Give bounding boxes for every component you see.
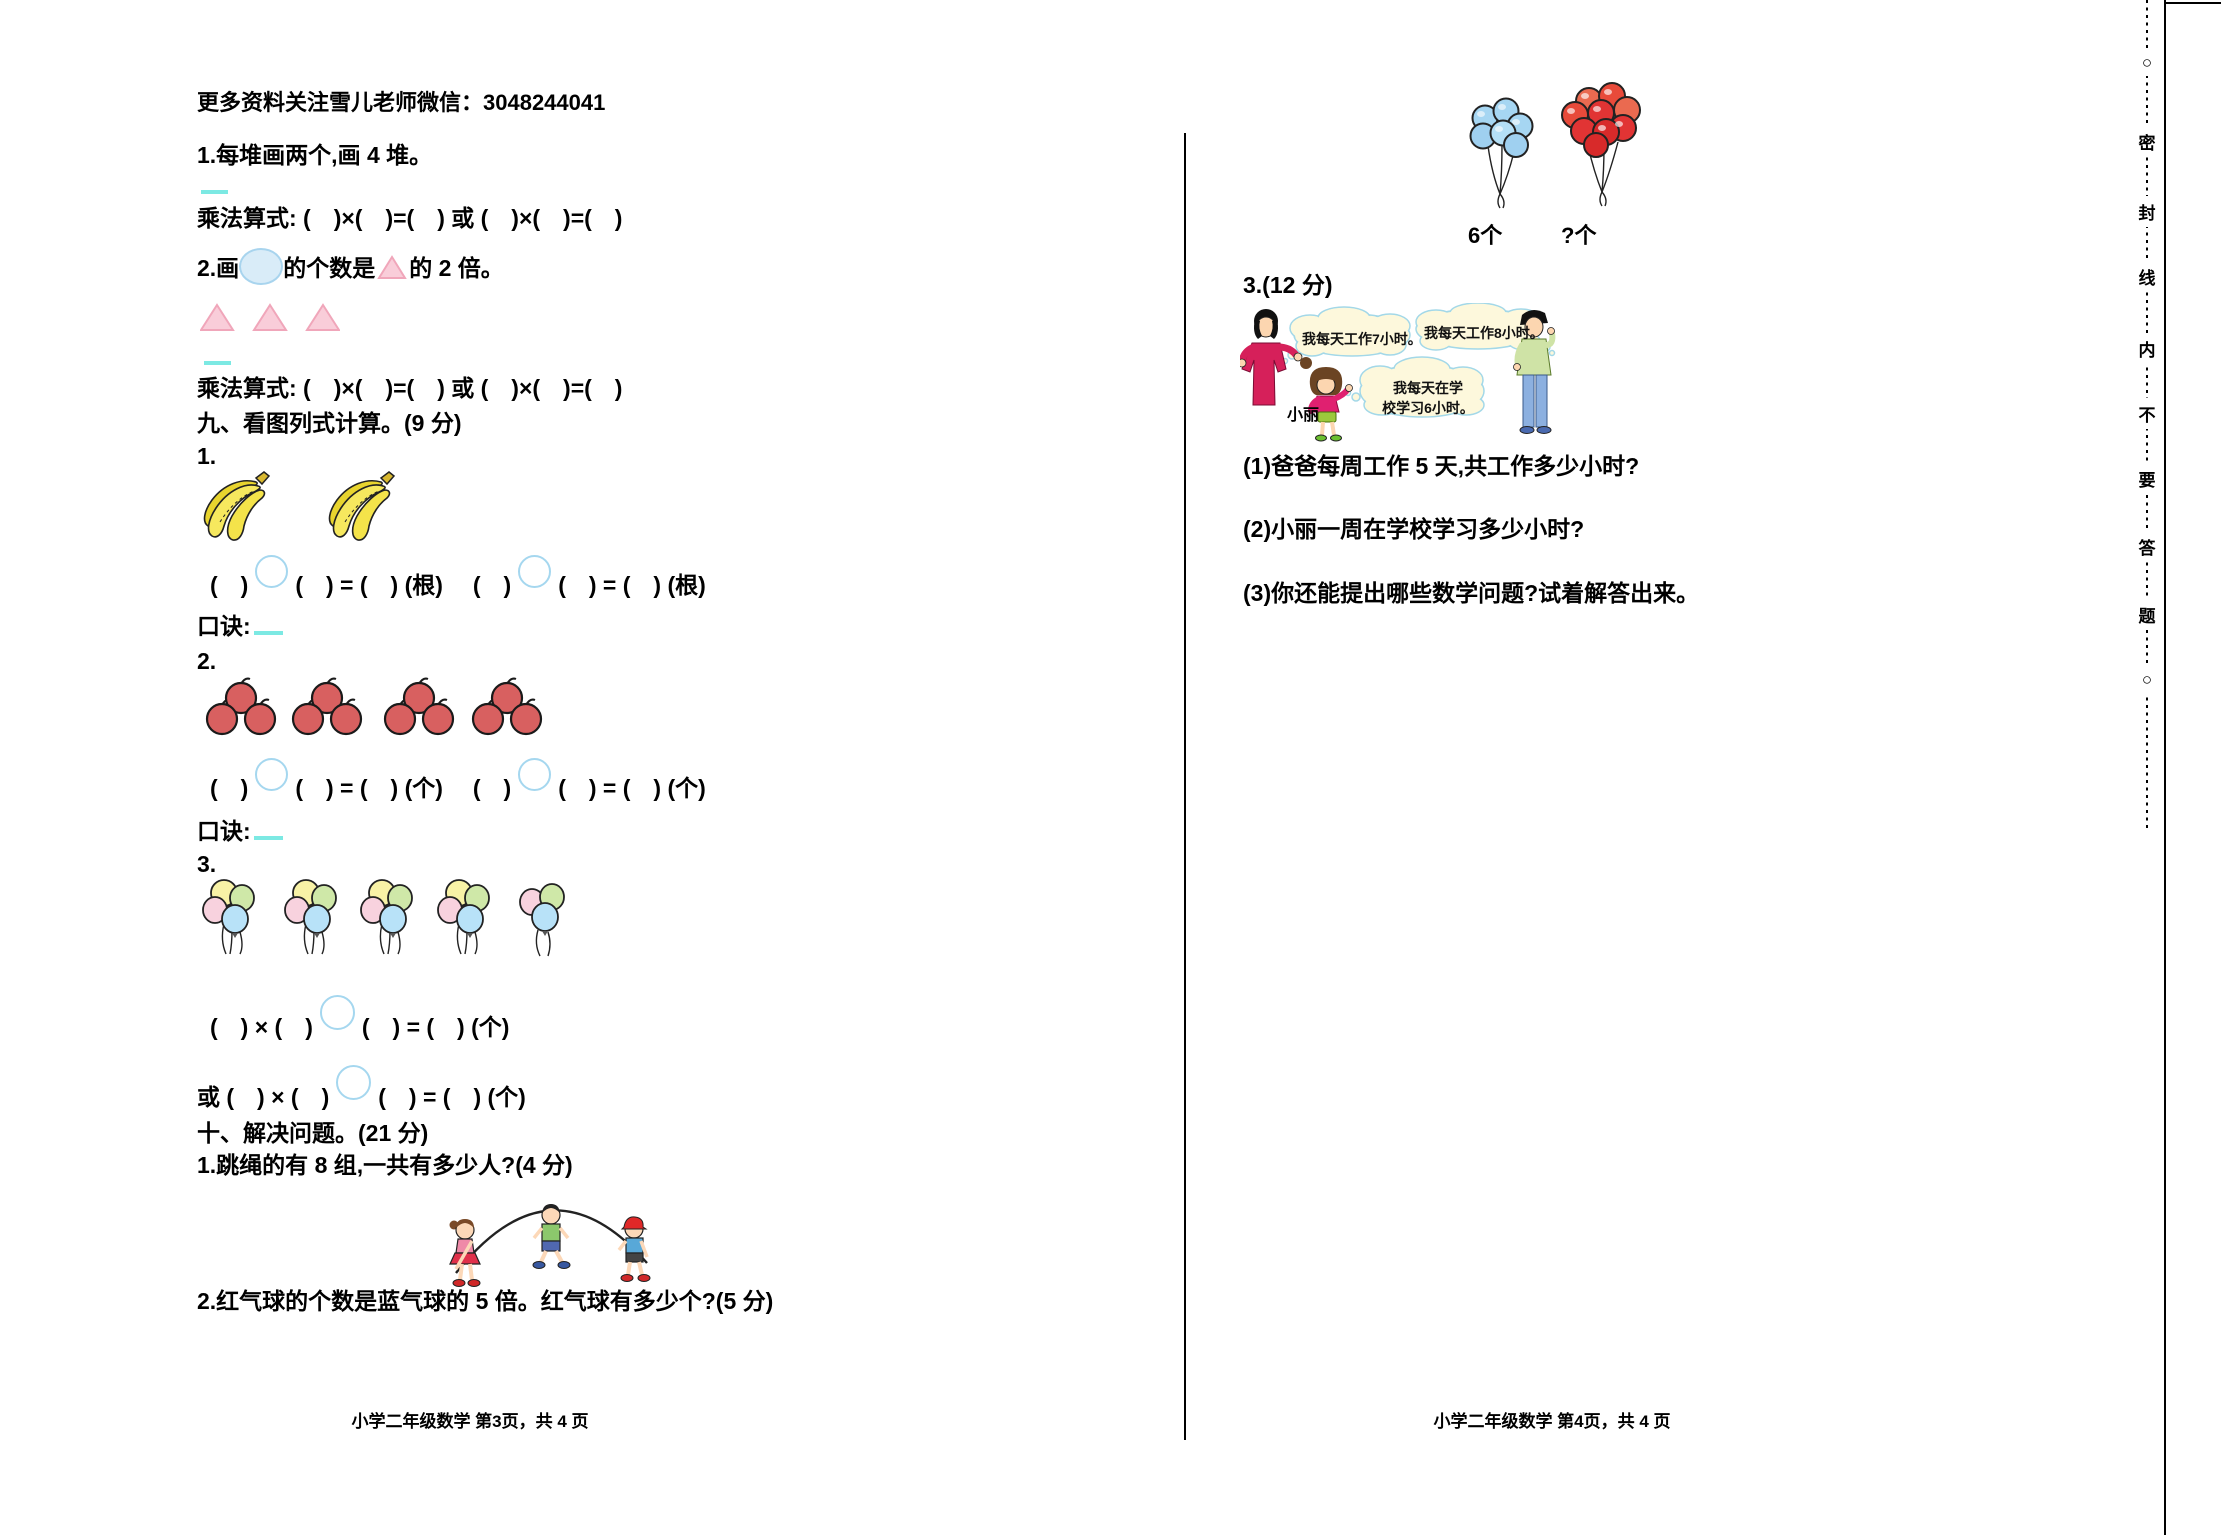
seal-char: 答 — [2137, 531, 2157, 562]
answer-blank-bar — [201, 190, 228, 194]
answer-blank-bar — [253, 631, 283, 635]
mom-speech-text: 我每天工作7小时。 — [1302, 331, 1422, 347]
equation-part: ( ) — [472, 572, 512, 598]
girl-speech-text: 我每天在学 校学习6小时。 — [1382, 380, 1474, 416]
question-2-suffix: 的 2 倍。 — [409, 255, 504, 281]
operator-circle-icon — [518, 758, 552, 791]
balloon-cluster-of-three — [519, 883, 565, 957]
dad-speech-text: 我每天工作8小时。 — [1424, 325, 1544, 341]
apple-equation: ( ) ( ) = ( ) (个) ( ) ( ) = ( ) (个) — [210, 758, 706, 803]
question-1-text: 1.每堆画两个,画 4 堆。 — [197, 142, 433, 168]
operator-circle-icon — [255, 758, 289, 791]
section-9-title: 九、看图列式计算。(9 分) — [197, 410, 462, 436]
question-3-title: 3.(12 分) — [1243, 272, 1333, 298]
equation-part: ( ) = ( ) (个) — [295, 775, 443, 801]
seal-char: 内 — [2137, 333, 2157, 364]
equation-part: ( ) = ( ) (个) — [361, 1014, 510, 1040]
seal-char: 要 — [2137, 463, 2157, 494]
koujue-label: 口诀: — [197, 613, 251, 639]
balloon-cluster — [284, 879, 337, 955]
operator-circle-icon — [336, 1065, 372, 1100]
pink-triangle-icon — [377, 255, 407, 279]
operator-circle-icon — [518, 555, 552, 588]
question-3-sub2: (2)小丽一周在学校学习多少小时? — [1243, 516, 1585, 542]
apple-groups-illustration — [205, 677, 543, 736]
question-3-sub1: (1)爸爸每周工作 5 天,共工作多少小时? — [1243, 453, 1640, 479]
wechat-header: 更多资料关注雪儿老师微信：3048244041 — [197, 90, 606, 115]
section-10-title: 十、解决问题。(21 分) — [197, 1120, 429, 1146]
blue-circle-icon — [239, 248, 284, 285]
jump-rope-kids-illustration — [449, 1204, 651, 1287]
banana-bunch-illustration — [203, 471, 271, 541]
family-talk-illustration — [1240, 303, 1556, 442]
banana-bunch-illustration — [328, 471, 396, 541]
blue-balloon-bunch-illustration — [1469, 97, 1534, 209]
equation-part: ( ) — [210, 775, 249, 801]
equation-part: ( ) = ( ) (个) — [378, 1084, 526, 1110]
apple-group — [291, 677, 363, 736]
equation-part: ( ) — [210, 572, 249, 598]
equation-part: ( ) = ( ) (根) — [295, 572, 443, 598]
answer-blank-bar — [204, 361, 231, 365]
balloon-cluster — [437, 879, 490, 955]
balloon-clusters-illustration — [202, 879, 565, 957]
balloon-equation-1: ( ) × ( ) ( ) = ( ) (个) — [210, 995, 509, 1042]
question-2-line: 2.画 的个数是 的 2 倍。 — [197, 248, 504, 285]
equation-part: ( ) × ( ) — [210, 1014, 313, 1040]
answer-blank-bar — [253, 836, 283, 840]
balloon-equation-2: 或 ( ) × ( ) ( ) = ( ) (个) — [197, 1065, 526, 1112]
red-balloon-count-label: ?个 — [1561, 223, 1597, 248]
seal-char: 题 — [2137, 599, 2157, 630]
page-footer-left: 小学二年级数学 第3页，共 4 页 — [351, 1412, 589, 1431]
page-edge-top-line — [2164, 2, 2221, 4]
mult-formula-line-2: 乘法算式: ( )×( )=( ) 或 ( )×( )=( ) — [197, 375, 623, 401]
koujue-line: 口诀: — [197, 818, 283, 846]
pink-triangle-icon — [199, 303, 341, 331]
apple-group — [471, 677, 543, 736]
seal-char: 封 — [2137, 196, 2157, 227]
seal-char: 线 — [2137, 261, 2157, 292]
banana-equation: ( ) ( ) = ( ) (根) ( ) ( ) = ( ) (根) — [210, 555, 706, 600]
blue-balloon-count-label: 6个 — [1468, 223, 1503, 248]
equation-part: ( ) = ( ) (个) — [558, 775, 706, 801]
seal-char: ○ — [2137, 667, 2157, 693]
equation-part: ( ) = ( ) (根) — [558, 572, 706, 598]
operator-circle-icon — [255, 555, 289, 588]
girl-name-label: 小丽 — [1287, 407, 1320, 424]
page-edge-line — [2164, 0, 2166, 1535]
red-balloon-bunch-illustration — [1561, 82, 1641, 207]
koujue-label: 口诀: — [197, 818, 251, 844]
question-2-mid: 的个数是 — [283, 255, 376, 281]
question-3-sub3: (3)你还能提出哪些数学问题?试着解答出来。 — [1243, 580, 1700, 606]
question-10-2-text: 2.红气球的个数是蓝气球的 5 倍。红气球有多少个?(5 分) — [197, 1288, 774, 1314]
operator-circle-icon — [319, 995, 355, 1030]
item-2-label: 2. — [197, 648, 217, 674]
item-1-label: 1. — [197, 443, 217, 469]
apple-group — [205, 677, 277, 736]
question-10-1-text: 1.跳绳的有 8 组,一共有多少人?(4 分) — [197, 1152, 573, 1178]
apple-group — [383, 677, 455, 736]
triangles-row — [199, 303, 341, 337]
seal-char: 不 — [2137, 398, 2157, 429]
equation-part: ( ) — [472, 775, 512, 801]
equation-part: ( ) × ( ) — [226, 1084, 330, 1110]
balloon-cluster — [202, 879, 255, 955]
seal-char: ○ — [2137, 50, 2157, 76]
page-footer-right: 小学二年级数学 第4页，共 4 页 — [1433, 1412, 1671, 1431]
question-2-prefix: 2.画 — [197, 255, 240, 281]
equation-or-prefix: 或 — [197, 1084, 227, 1110]
mult-formula-line-1: 乘法算式: ( )×( )=( ) 或 ( )×( )=( ) — [197, 205, 623, 231]
balloon-cluster — [360, 879, 413, 955]
item-3-label: 3. — [197, 851, 217, 877]
koujue-line: 口诀: — [197, 613, 283, 641]
page-divider-line — [1184, 133, 1186, 1440]
seal-char: 密 — [2137, 126, 2157, 157]
